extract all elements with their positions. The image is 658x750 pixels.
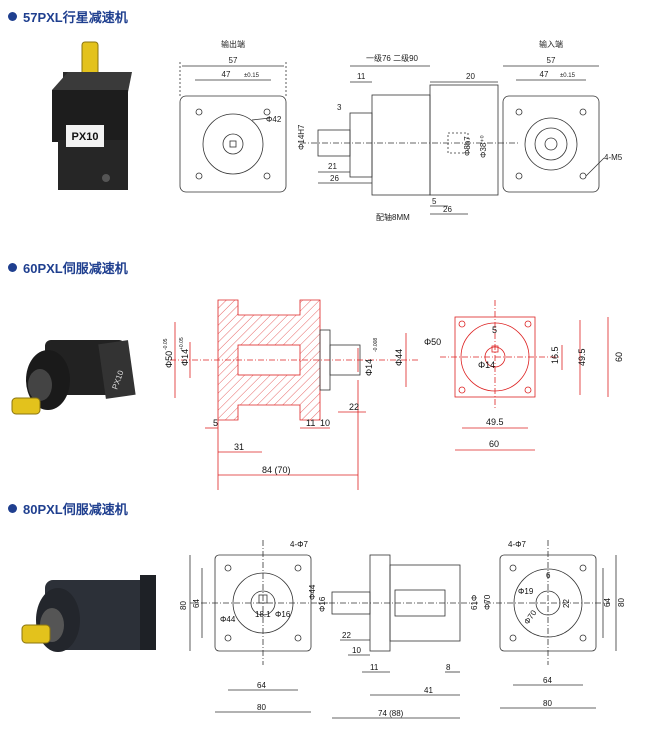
svg-text:配轴8MM: 配轴8MM: [376, 212, 410, 222]
svg-text:6: 6: [546, 571, 551, 580]
svg-text:47: 47: [222, 70, 231, 79]
svg-text:5: 5: [213, 418, 218, 428]
svg-text:64: 64: [257, 681, 266, 690]
svg-text:±0.15: ±0.15: [244, 73, 260, 79]
drawing-80-side-view: [318, 554, 480, 719]
bullet-icon: [8, 504, 17, 513]
svg-text:49.5: 49.5: [486, 417, 504, 427]
svg-text:21: 21: [328, 162, 337, 171]
section-title-80: 80PXL伺服减速机: [8, 499, 128, 518]
svg-text:4-Φ7: 4-Φ7: [290, 540, 308, 549]
svg-text:80: 80: [543, 699, 552, 708]
svg-text:61Φ: 61Φ: [470, 595, 479, 610]
svg-text:Φ44: Φ44: [308, 584, 317, 600]
svg-text:Φ14H7: Φ14H7: [297, 124, 306, 150]
svg-text:57: 57: [229, 56, 238, 65]
svg-text:60: 60: [614, 352, 624, 362]
svg-text:Φ16: Φ16: [275, 610, 291, 619]
svg-text:60: 60: [489, 439, 499, 449]
svg-text:64: 64: [543, 676, 552, 685]
svg-text:8: 8: [446, 663, 451, 672]
svg-text:3: 3: [337, 103, 342, 112]
drawing-57-input-view: [502, 65, 605, 193]
svg-text:84 (70): 84 (70): [262, 465, 291, 475]
svg-text:80: 80: [179, 601, 188, 610]
svg-text:57: 57: [547, 56, 556, 65]
svg-text:31: 31: [234, 442, 244, 452]
label-input-end: 输入端: [539, 39, 563, 49]
svg-text:80: 80: [257, 703, 266, 712]
svg-text:Φ14: Φ14: [478, 360, 495, 370]
svg-text:Φ14: Φ14: [364, 359, 374, 376]
svg-text:±0.15: ±0.15: [560, 73, 576, 79]
svg-text:26: 26: [330, 174, 339, 183]
svg-text:Φ50: Φ50: [164, 351, 174, 368]
svg-text:74 (88): 74 (88): [378, 709, 404, 718]
svg-text:11: 11: [306, 418, 315, 428]
product-60-image: PX10: [11, 340, 136, 415]
svg-text:Φ44: Φ44: [394, 349, 404, 366]
section-title-60: 60PXL伺服减速机: [8, 258, 128, 277]
svg-text:49.5: 49.5: [577, 348, 587, 366]
svg-text:22: 22: [342, 631, 351, 640]
svg-text:11: 11: [370, 663, 379, 672]
label-output-end: 输出端: [221, 39, 245, 49]
svg-text:10: 10: [352, 646, 361, 655]
svg-text:41: 41: [424, 686, 433, 695]
svg-text:26: 26: [443, 205, 452, 214]
svg-text:Φ42: Φ42: [266, 115, 282, 124]
svg-text:Φ19: Φ19: [518, 587, 534, 596]
svg-text:Φ8h7: Φ8h7: [463, 136, 472, 156]
svg-text:22: 22: [562, 599, 571, 608]
drawing-60-side-view: [170, 299, 420, 490]
svg-text:80: 80: [617, 598, 626, 607]
svg-text:Φ70: Φ70: [522, 608, 538, 626]
svg-text:-0.008: -0.008: [373, 338, 379, 352]
drawing-80-output-view: [189, 540, 330, 713]
svg-text:5: 5: [492, 325, 497, 335]
product-80-image: [21, 575, 156, 652]
drawing-60-front-view: [440, 300, 609, 451]
product-label: PX10: [72, 131, 99, 143]
svg-text:10: 10: [320, 418, 330, 428]
product-57-image: PX10: [52, 41, 132, 190]
bullet-icon: [8, 12, 17, 21]
drawing-57-output-view: [179, 62, 287, 193]
svg-text:47: 47: [540, 70, 549, 79]
svg-text:18.1: 18.1: [255, 610, 271, 619]
svg-text:16.5: 16.5: [550, 346, 560, 364]
bullet-icon: [8, 263, 17, 272]
svg-text:Φ16: Φ16: [318, 596, 327, 612]
svg-text:-0.05: -0.05: [163, 338, 169, 350]
svg-text:5: 5: [432, 197, 437, 206]
section-title-57: 57PXL行星减速机: [8, 7, 128, 26]
svg-text:+0.05: +0.05: [179, 337, 185, 350]
svg-text:64: 64: [192, 599, 201, 608]
svg-text:Φ14: Φ14: [180, 349, 190, 366]
svg-text:4-M5: 4-M5: [604, 153, 623, 162]
drawing-80-input-view: [485, 540, 617, 709]
svg-text:22: 22: [349, 402, 359, 412]
svg-text:Φ70: Φ70: [483, 594, 492, 610]
svg-text:Φ50: Φ50: [424, 337, 441, 347]
svg-text:Φ44: Φ44: [220, 615, 236, 624]
svg-text:11: 11: [357, 72, 366, 81]
svg-text:20: 20: [466, 72, 475, 81]
svg-text:64: 64: [603, 598, 612, 607]
svg-text:4-Φ7: 4-Φ7: [508, 540, 526, 549]
drawing-57-side-view: [300, 65, 520, 215]
svg-text:Φ38⁺⁰: Φ38⁺⁰: [479, 135, 488, 158]
svg-text:一级76 二级90: 一级76 二级90: [366, 53, 419, 63]
